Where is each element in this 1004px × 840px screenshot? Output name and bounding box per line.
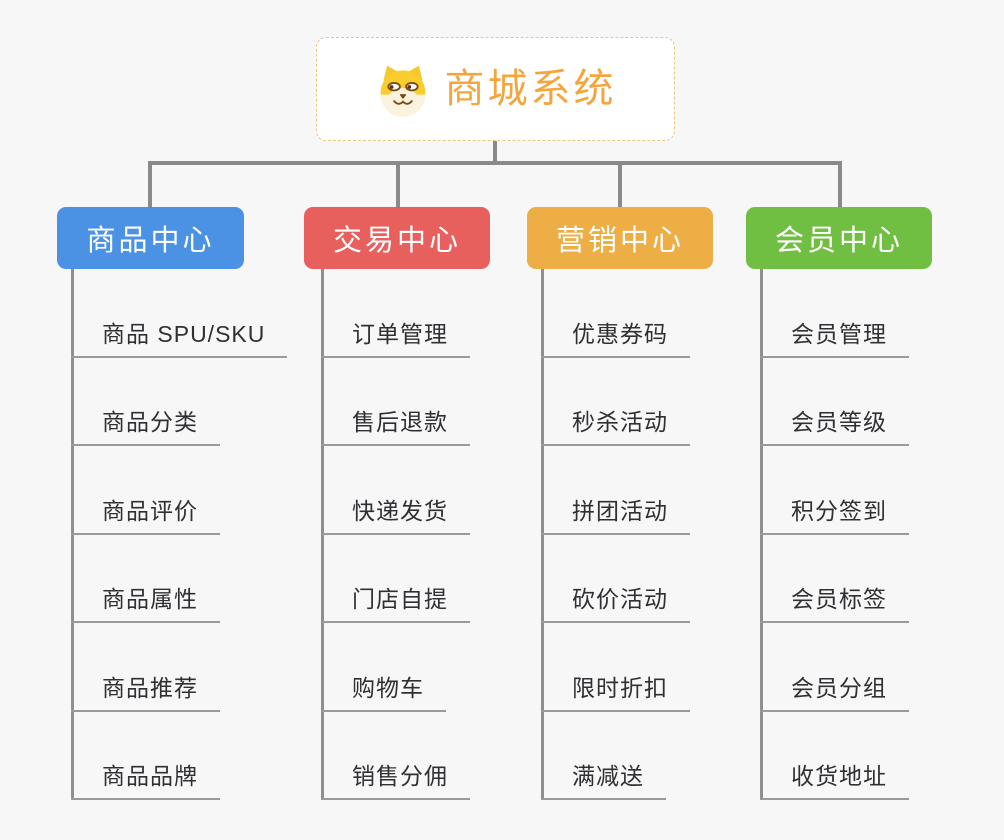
node-group-buy[interactable]: 拼团活动 [541,491,690,535]
shiba-dog-icon [380,65,425,117]
node-sales-commission[interactable]: 销售分佣 [321,756,470,800]
node-member-management[interactable]: 会员管理 [760,314,909,358]
node-member-groups[interactable]: 会员分组 [760,668,909,712]
node-store-pickup[interactable]: 门店自提 [321,579,470,623]
root-label: 商城系统 [444,67,617,111]
branch-bus-line [148,161,842,165]
node-product-review[interactable]: 商品评价 [71,491,220,535]
drop-line-product [148,161,152,207]
branch-member-center[interactable]: 会员中心 [746,207,932,269]
node-product-attribute[interactable]: 商品属性 [71,579,220,623]
node-shipping-address[interactable]: 收货地址 [760,756,909,800]
node-product-recommend[interactable]: 商品推荐 [71,668,220,712]
node-product-category[interactable]: 商品分类 [71,402,220,446]
node-bargain-activity[interactable]: 砍价活动 [541,579,690,623]
node-member-level[interactable]: 会员等级 [760,402,909,446]
node-product-brand[interactable]: 商品品牌 [71,756,220,800]
node-aftersale-refund[interactable]: 售后退款 [321,402,470,446]
drop-line-member [838,161,842,207]
node-member-tags[interactable]: 会员标签 [760,579,909,623]
drop-line-marketing [618,161,622,207]
node-express-delivery[interactable]: 快递发货 [321,491,470,535]
node-flash-sale[interactable]: 秒杀活动 [541,402,690,446]
branch-marketing-center[interactable]: 营销中心 [527,207,713,269]
node-full-reduction[interactable]: 满减送 [541,756,666,800]
root-stem-line [493,141,497,165]
node-limited-discount[interactable]: 限时折扣 [541,668,690,712]
branch-product-center[interactable]: 商品中心 [57,207,244,269]
root-node[interactable]: 商城系统 [316,37,675,141]
node-shopping-cart[interactable]: 购物车 [321,668,446,712]
node-order-management[interactable]: 订单管理 [321,314,470,358]
node-product-spu-sku[interactable]: 商品 SPU/SKU [71,314,288,358]
node-points-checkin[interactable]: 积分签到 [760,491,909,535]
node-coupon-code[interactable]: 优惠券码 [541,314,690,358]
drop-line-trade [396,161,400,207]
branch-trade-center[interactable]: 交易中心 [304,207,490,269]
